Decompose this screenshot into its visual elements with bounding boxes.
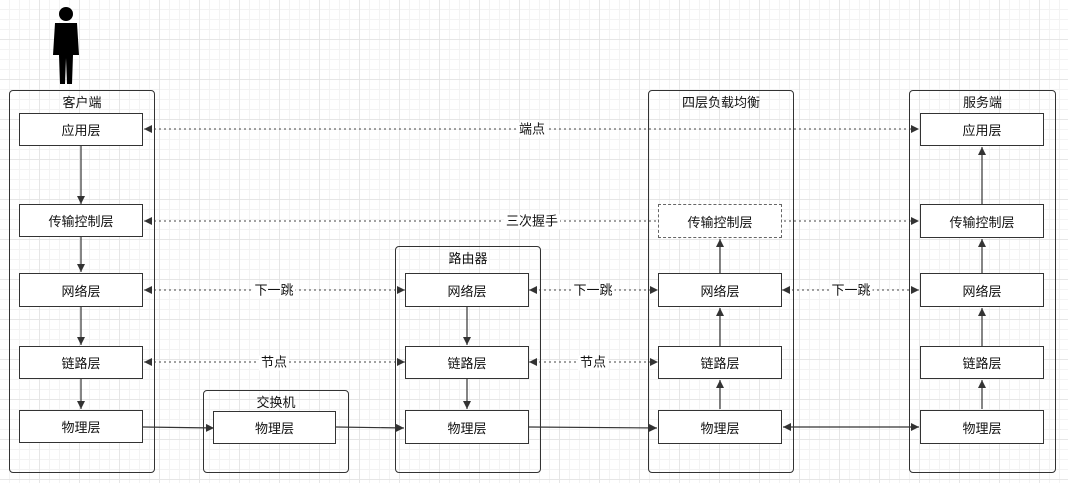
client-network-layer: 网络层: [19, 273, 143, 307]
server-physical-layer: 物理层: [920, 410, 1044, 444]
label-node-1: 节点: [258, 355, 290, 371]
edge-switch-to-router: [335, 423, 405, 432]
server-title: 服务端: [962, 96, 1002, 111]
router-container: 路由器: [395, 246, 541, 473]
lb4-container: 四层负载均衡: [648, 90, 794, 473]
lb4-transport-layer: 传输控制层: [658, 204, 782, 238]
server-transport-layer: 传输控制层: [920, 204, 1044, 238]
edge-router-to-lb: [528, 423, 658, 432]
label-next-hop-3: 下一跳: [829, 283, 873, 299]
lb4-title: 四层负载均衡: [681, 96, 760, 111]
client-title: 客户端: [62, 96, 102, 111]
client-physical-layer: 物理层: [19, 410, 143, 443]
person-icon: [53, 7, 79, 84]
server-network-layer: 网络层: [920, 273, 1044, 307]
lb4-network-layer: 网络层: [658, 273, 782, 307]
switch-title: 交换机: [256, 396, 296, 411]
label-next-hop-2: 下一跳: [571, 283, 615, 299]
router-network-layer: 网络层: [405, 273, 529, 307]
switch-physical-layer: 物理层: [213, 411, 336, 444]
lb4-link-layer: 链路层: [658, 346, 782, 379]
server-app-layer: 应用层: [920, 113, 1044, 146]
router-link-layer: 链路层: [405, 346, 529, 379]
switch-container: 交换机: [203, 390, 349, 473]
lb4-physical-layer: 物理层: [658, 410, 782, 444]
label-next-hop-1: 下一跳: [252, 283, 296, 299]
label-handshake: 三次握手: [503, 214, 561, 230]
client-link-layer: 链路层: [19, 346, 143, 379]
server-container: 服务端: [909, 90, 1056, 473]
label-endpoint: 端点: [516, 122, 548, 138]
client-transport-layer: 传输控制层: [19, 204, 143, 237]
server-link-layer: 链路层: [920, 346, 1044, 379]
label-node-2: 节点: [577, 355, 609, 371]
client-app-layer: 应用层: [19, 113, 143, 146]
router-title: 路由器: [448, 252, 488, 267]
client-container: 客户端: [9, 90, 155, 473]
router-physical-layer: 物理层: [405, 410, 529, 444]
